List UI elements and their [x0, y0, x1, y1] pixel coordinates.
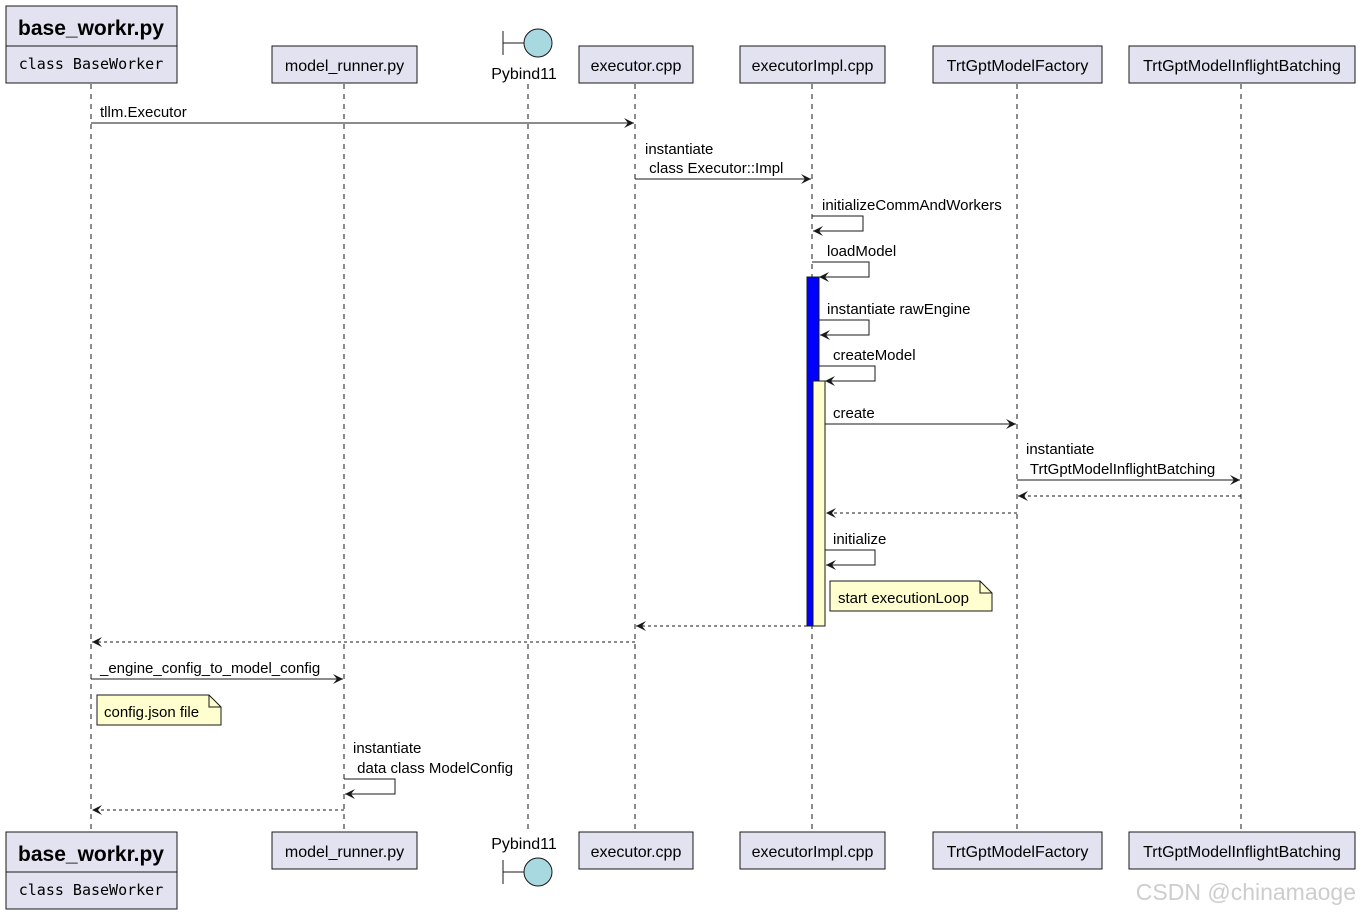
participant-model-runner[interactable]: model_runner.py [271, 45, 418, 84]
participant-label: model_runner.py [285, 844, 404, 861]
message-label: TrtGptModelInflightBatching [1026, 461, 1215, 478]
participant-executor-impl[interactable]: executorImpl.cpp [739, 45, 886, 84]
participant-label: model_runner.py [285, 58, 404, 75]
message-arrow [819, 365, 876, 386]
participant-label: executor.cpp [591, 58, 682, 75]
message-arrow [819, 319, 870, 340]
participant-label: TrtGptModelInflightBatching [1143, 844, 1341, 861]
participant-factory[interactable]: TrtGptModelFactory [932, 45, 1103, 84]
participant-factory-bottom[interactable]: TrtGptModelFactory [932, 831, 1103, 870]
participant-label: executorImpl.cpp [752, 844, 874, 861]
message-label: class Executor::Impl [645, 160, 783, 177]
participants-top: base_workr.py class BaseWorker model_run… [5, 5, 1356, 84]
boundary-icon [523, 28, 553, 58]
message-label: create [833, 405, 875, 422]
participant-model-runner-bottom[interactable]: model_runner.py [271, 831, 418, 870]
message-label: instantiate rawEngine [827, 301, 970, 318]
message-arrow [812, 215, 864, 236]
participant-base-worker-bottom[interactable]: base_workr.py class BaseWorker [5, 831, 178, 910]
message-label: loadModel [827, 243, 896, 260]
message-arrow [825, 549, 876, 570]
message-label: instantiate [645, 141, 713, 158]
message-label: data class ModelConfig [353, 760, 513, 777]
watermark: CSDN @chinamaoge [1136, 879, 1356, 905]
participants-bottom: base_workr.py class BaseWorker model_run… [5, 831, 1356, 910]
participant-base-worker[interactable]: base_workr.py class BaseWorker [5, 5, 178, 84]
message-label: instantiate [353, 740, 421, 757]
participant-pybind-bottom[interactable]: Pybind11 [491, 836, 557, 887]
message-arrow [812, 261, 870, 282]
message-label: instantiate [1026, 441, 1094, 458]
participant-batching[interactable]: TrtGptModelInflightBatching [1128, 45, 1356, 84]
participant-batching-bottom[interactable]: TrtGptModelInflightBatching [1128, 831, 1356, 870]
participant-label: executorImpl.cpp [752, 58, 874, 75]
participant-label: executor.cpp [591, 844, 682, 861]
messages: tllm.Executor instantiate class Executor… [91, 104, 1241, 815]
boundary-icon [523, 857, 553, 887]
participant-title: base_workr.py [18, 843, 164, 866]
activation-createmodel [812, 380, 826, 627]
note-execution-loop: start executionLoop [829, 580, 993, 612]
participant-executor-bottom[interactable]: executor.cpp [578, 831, 694, 870]
participant-executor-impl-bottom[interactable]: executorImpl.cpp [739, 831, 886, 870]
note-text: start executionLoop [838, 590, 969, 607]
participant-label: Pybind11 [491, 66, 557, 83]
note-text: config.json file [104, 704, 199, 721]
message-label: initializeCommAndWorkers [822, 197, 1002, 214]
participant-subtitle: class BaseWorker [19, 55, 164, 73]
message-label: initialize [833, 531, 886, 548]
note-config-json: config.json file [96, 694, 222, 726]
message-label: tllm.Executor [100, 104, 187, 121]
message-label: _engine_config_to_model_config [99, 660, 320, 677]
participant-executor[interactable]: executor.cpp [578, 45, 694, 84]
participant-label: Pybind11 [491, 836, 557, 853]
participant-label: TrtGptModelFactory [947, 844, 1089, 861]
message-arrow [344, 778, 396, 799]
activations [806, 276, 826, 627]
participant-subtitle: class BaseWorker [19, 881, 164, 899]
participant-label: TrtGptModelInflightBatching [1143, 58, 1341, 75]
message-label: createModel [833, 347, 916, 364]
participant-label: TrtGptModelFactory [947, 58, 1089, 75]
participant-pybind[interactable]: Pybind11 [491, 28, 557, 83]
participant-title: base_workr.py [18, 17, 164, 40]
